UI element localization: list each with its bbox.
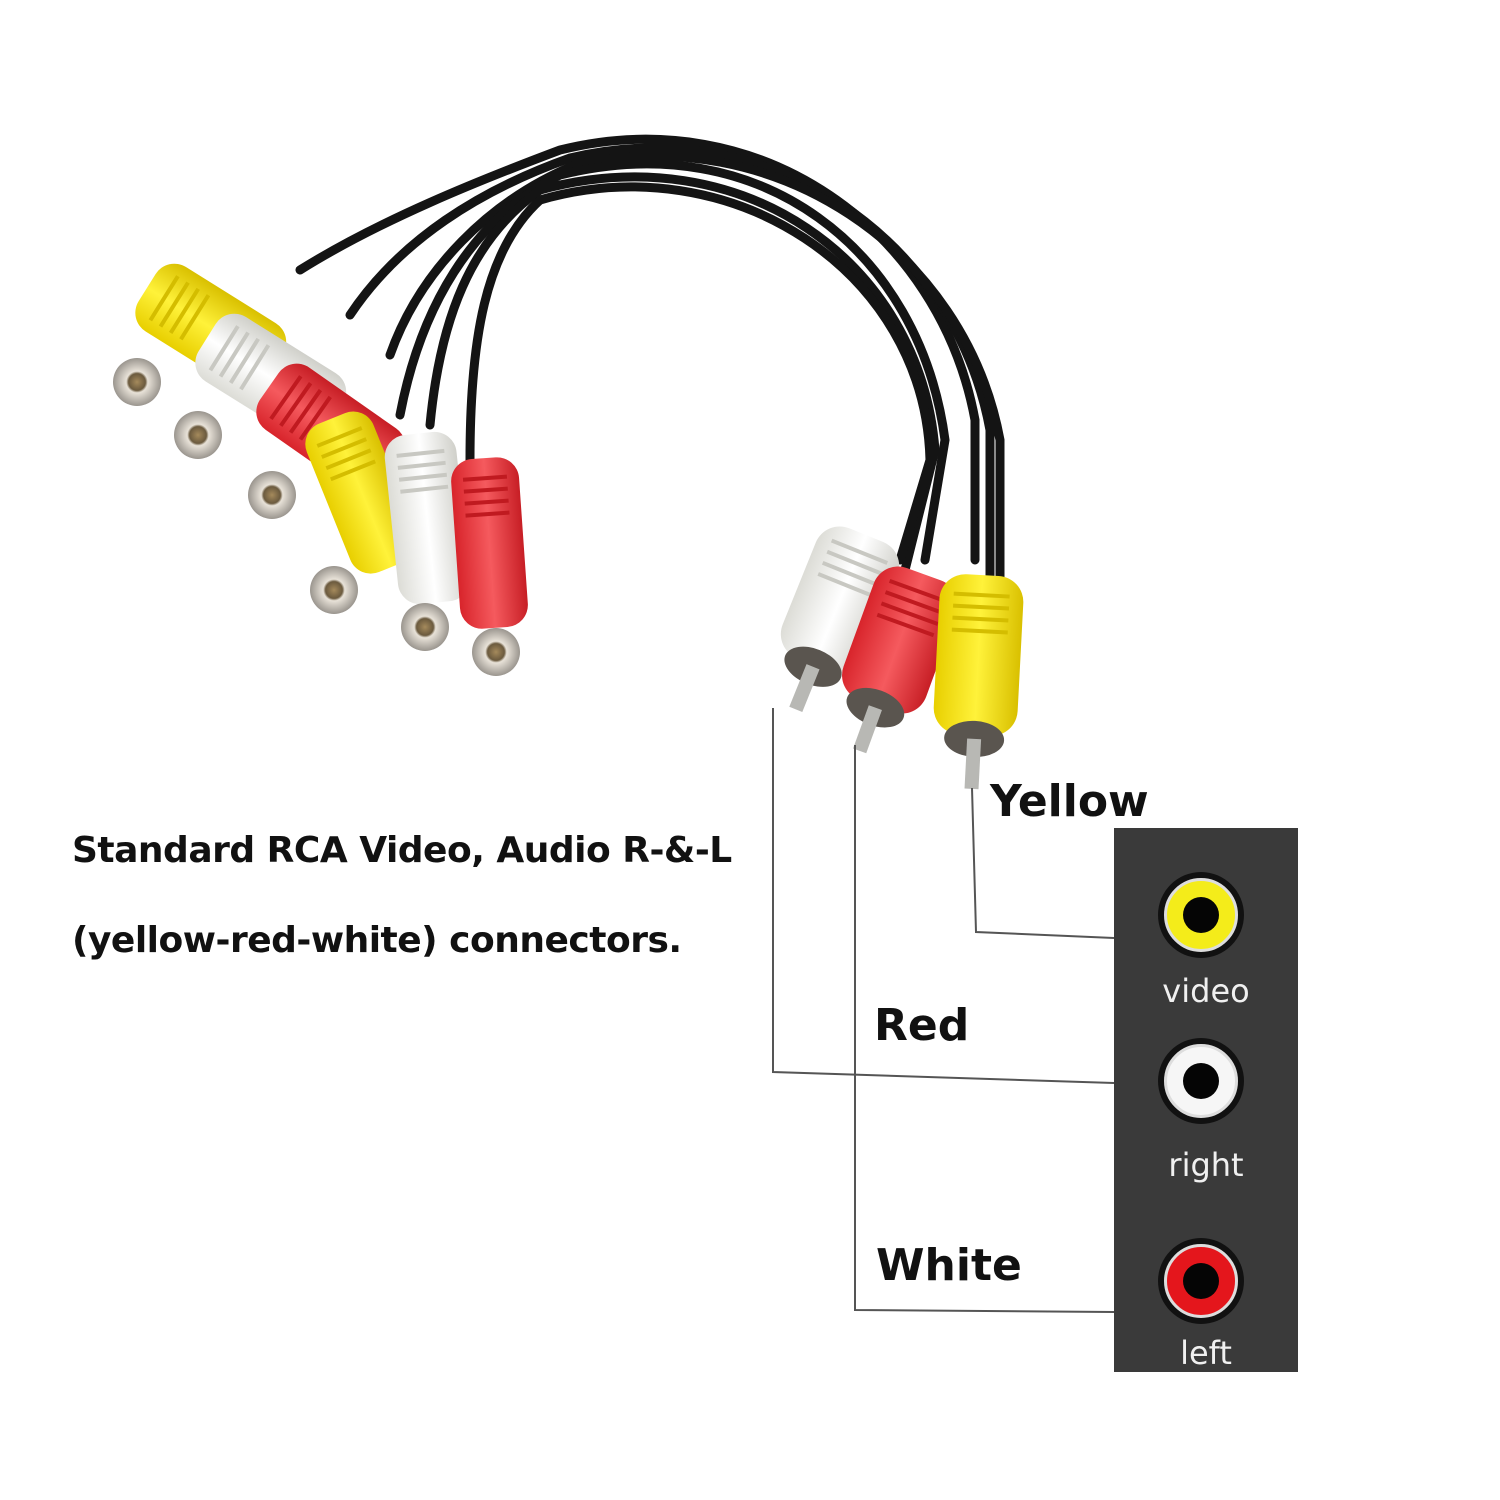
label-red: Red <box>874 1000 970 1051</box>
jack-label-left: left <box>1180 1334 1232 1372</box>
jack-right-white <box>1158 1038 1244 1124</box>
caption-line-2: (yellow-red-white) connectors. <box>72 920 682 961</box>
caption-line-1: Standard RCA Video, Audio R-&-L <box>72 830 732 871</box>
label-yellow: Yellow <box>990 776 1149 827</box>
leader-lines <box>772 708 1115 1313</box>
leader-line-yellow <box>971 787 1115 939</box>
jack-video-yellow <box>1158 872 1244 958</box>
label-white: White <box>876 1240 1022 1291</box>
female-socket <box>310 566 358 614</box>
female-socket <box>248 471 296 519</box>
male-connector-red <box>842 566 958 754</box>
jack-left-red <box>1158 1238 1244 1324</box>
female-connector-yellow-2 <box>305 411 419 574</box>
female-socket <box>174 411 222 459</box>
male-connector-yellow <box>933 574 1024 790</box>
leader-line-red <box>854 745 1115 1313</box>
female-socket <box>472 628 520 676</box>
jack-label-right: right <box>1168 1146 1244 1184</box>
female-connector-white-2 <box>384 431 470 605</box>
female-socket <box>401 603 449 651</box>
av-input-panel: video right left <box>1114 828 1298 1372</box>
female-connector-red-2 <box>451 457 528 629</box>
female-socket <box>113 358 161 406</box>
cable-bundle <box>295 134 1005 595</box>
jack-label-video: video <box>1162 972 1250 1010</box>
leader-line-white <box>772 708 1115 1084</box>
